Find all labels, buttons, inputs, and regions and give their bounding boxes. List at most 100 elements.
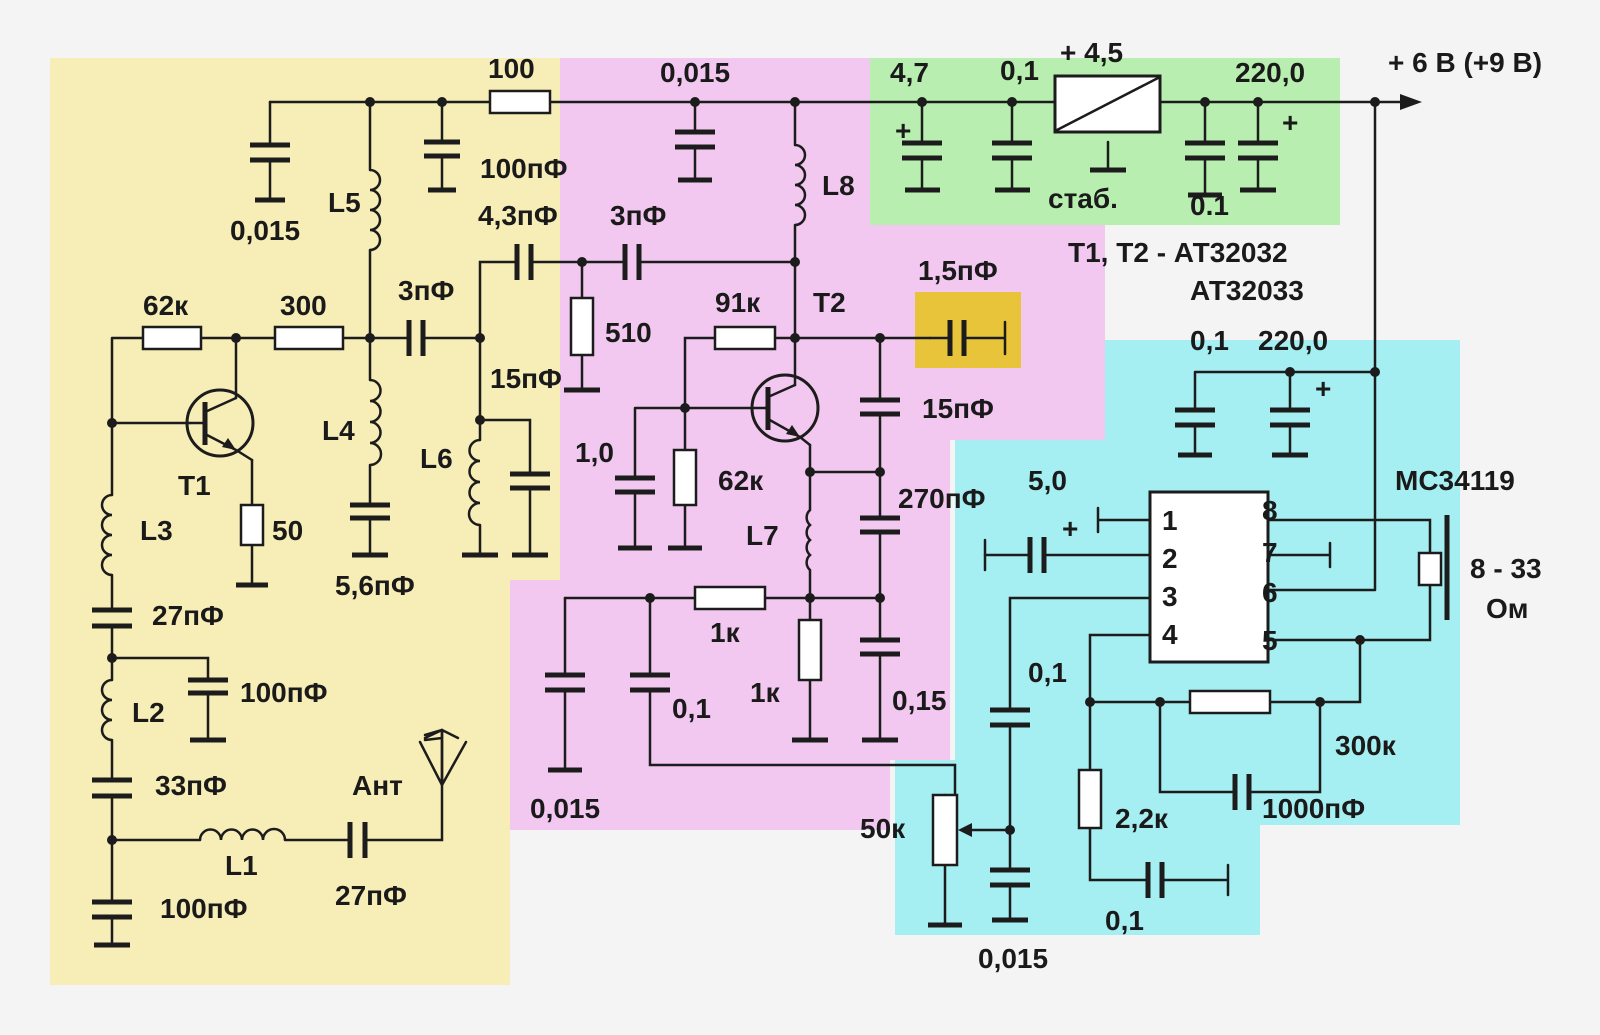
resistor-1k-v xyxy=(797,618,823,682)
label-r-50: 50 xyxy=(272,515,303,546)
cap-270pf xyxy=(860,515,900,535)
label-r-1k-a: 1к xyxy=(710,617,741,648)
cap-0015-tl xyxy=(250,142,290,163)
label-c-1000pf: 1000пФ xyxy=(1262,793,1365,824)
ic-pin-8: 8 xyxy=(1262,495,1278,526)
cap-01-reg xyxy=(992,140,1032,161)
label-c-56pf: 5,6пФ xyxy=(335,570,415,601)
cap-01-in xyxy=(990,707,1030,728)
ic-pin-6: 6 xyxy=(1262,577,1278,608)
cap-100pf-top xyxy=(424,139,460,159)
ic-pin-3: 3 xyxy=(1162,581,1178,612)
label-regulator: стаб. xyxy=(1048,183,1118,214)
label-supply: + 6 В (+9 В) xyxy=(1388,47,1542,78)
resistor-62k-t2 xyxy=(672,448,698,507)
label-l5: L5 xyxy=(328,187,361,218)
cap-015 xyxy=(860,637,900,657)
resistor-91k xyxy=(713,325,777,351)
cap-01-out xyxy=(1185,140,1225,161)
ic-pin-5: 5 xyxy=(1262,625,1278,656)
label-r-100: 100 xyxy=(488,53,535,84)
plus-sign-c50: + xyxy=(1062,513,1078,544)
junctions xyxy=(107,97,1380,845)
label-c-27pf-a: 27пФ xyxy=(152,600,224,631)
cap-33pf xyxy=(92,777,132,799)
label-c-01-in: 0,1 xyxy=(1028,657,1067,688)
label-r-1k-b: 1к xyxy=(750,677,781,708)
cap-1000pf xyxy=(1232,774,1252,810)
cap-100pf-mid xyxy=(188,677,228,696)
inductor-l4 xyxy=(369,378,383,467)
inductor-l1 xyxy=(198,827,287,841)
label-c-10: 1,0 xyxy=(575,437,614,468)
label-c-2200-amp: 220,0 xyxy=(1258,325,1328,356)
label-c-33pf: 33пФ xyxy=(155,770,227,801)
cap-0015-amp xyxy=(990,867,1030,888)
label-l2: L2 xyxy=(132,697,165,728)
cap-01-amp xyxy=(1175,407,1215,428)
label-r-91k: 91к xyxy=(715,287,761,318)
label-c-47: 4,7 xyxy=(890,57,929,88)
label-transistors: Т1, Т2 - АТ32032 xyxy=(1068,237,1288,268)
label-r-510: 510 xyxy=(605,317,652,348)
label-speaker-value: 8 - 33 xyxy=(1470,553,1542,584)
cap-15pf-b xyxy=(860,397,900,417)
label-r-62k-a: 62к xyxy=(143,290,189,321)
cap-01-mid xyxy=(630,672,670,693)
components xyxy=(92,74,1450,948)
zones xyxy=(50,58,1460,985)
resistor-300k xyxy=(1188,689,1272,715)
resistor-510 xyxy=(569,296,595,357)
cap-43pf xyxy=(514,244,534,280)
pot-wiper xyxy=(958,823,972,837)
label-amp-chip: МС34119 xyxy=(1395,465,1515,496)
label-l1: L1 xyxy=(225,850,258,881)
label-r-300k: 300к xyxy=(1335,730,1397,761)
label-c-0015-bot: 0,015 xyxy=(530,793,600,824)
ic-pin-4: 4 xyxy=(1162,619,1178,650)
cap-47 xyxy=(902,140,942,161)
resistor-50 xyxy=(239,503,265,547)
label-l7: L7 xyxy=(746,520,779,551)
label-c-15pf-b: 15пФ xyxy=(922,393,994,424)
label-c-3pf-b: 3пФ xyxy=(610,200,666,231)
inductor-l2 xyxy=(100,678,113,742)
cap-2200-top xyxy=(1238,140,1278,161)
trimmer-highlight xyxy=(915,292,1021,368)
label-c-27pf-b: 27пФ xyxy=(335,880,407,911)
label-c-100pf-mid: 100пФ xyxy=(240,677,328,708)
ic-pin-1: 1 xyxy=(1162,505,1178,536)
plus-sign-c2200-amp: + xyxy=(1315,373,1331,404)
resistor-2-2k xyxy=(1077,768,1103,830)
label-l6: L6 xyxy=(420,443,453,474)
label-regulator-value: + 4,5 xyxy=(1060,37,1123,68)
cap-0015-bot xyxy=(545,672,585,693)
label-pot-50k: 50к xyxy=(860,813,906,844)
label-c-015: 0,15 xyxy=(892,685,947,716)
label-c-43pf: 4,3пФ xyxy=(478,200,558,231)
label-c-100pf-bot: 100пФ xyxy=(160,893,248,924)
label-c-0015-top: 0,015 xyxy=(660,57,730,88)
label-c-15pf-a: 15пФ xyxy=(490,363,562,394)
label-transistors-alt: АТ32033 xyxy=(1190,275,1304,306)
resistor-62k-t1 xyxy=(141,325,203,351)
plus-sign-c2200: + xyxy=(1282,107,1298,138)
label-t2: Т2 xyxy=(813,287,846,318)
label-c-01-reg: 0,1 xyxy=(1000,55,1039,86)
label-t1: Т1 xyxy=(178,470,211,501)
cap-01-low xyxy=(1145,862,1165,898)
inductor-l8 xyxy=(794,143,807,227)
resistor-300 xyxy=(273,325,345,351)
label-l4: L4 xyxy=(322,415,355,446)
label-c-15pf-trim: 1,5пФ xyxy=(918,255,998,286)
label-c-100pf-t: 100пФ xyxy=(480,153,568,184)
cap-3pf-a xyxy=(406,320,426,356)
labels: + 6 В (+9 В) Т1, Т2 - АТ32032 АТ32033 + … xyxy=(132,37,1542,974)
cap-10 xyxy=(615,475,655,495)
label-c-01-amp: 0,1 xyxy=(1190,325,1229,356)
inductor-l7 xyxy=(805,509,812,571)
label-l8: L8 xyxy=(822,170,855,201)
label-r-300: 300 xyxy=(280,290,327,321)
cap-50 xyxy=(1027,537,1047,573)
label-speaker-unit: Ом xyxy=(1486,593,1529,624)
